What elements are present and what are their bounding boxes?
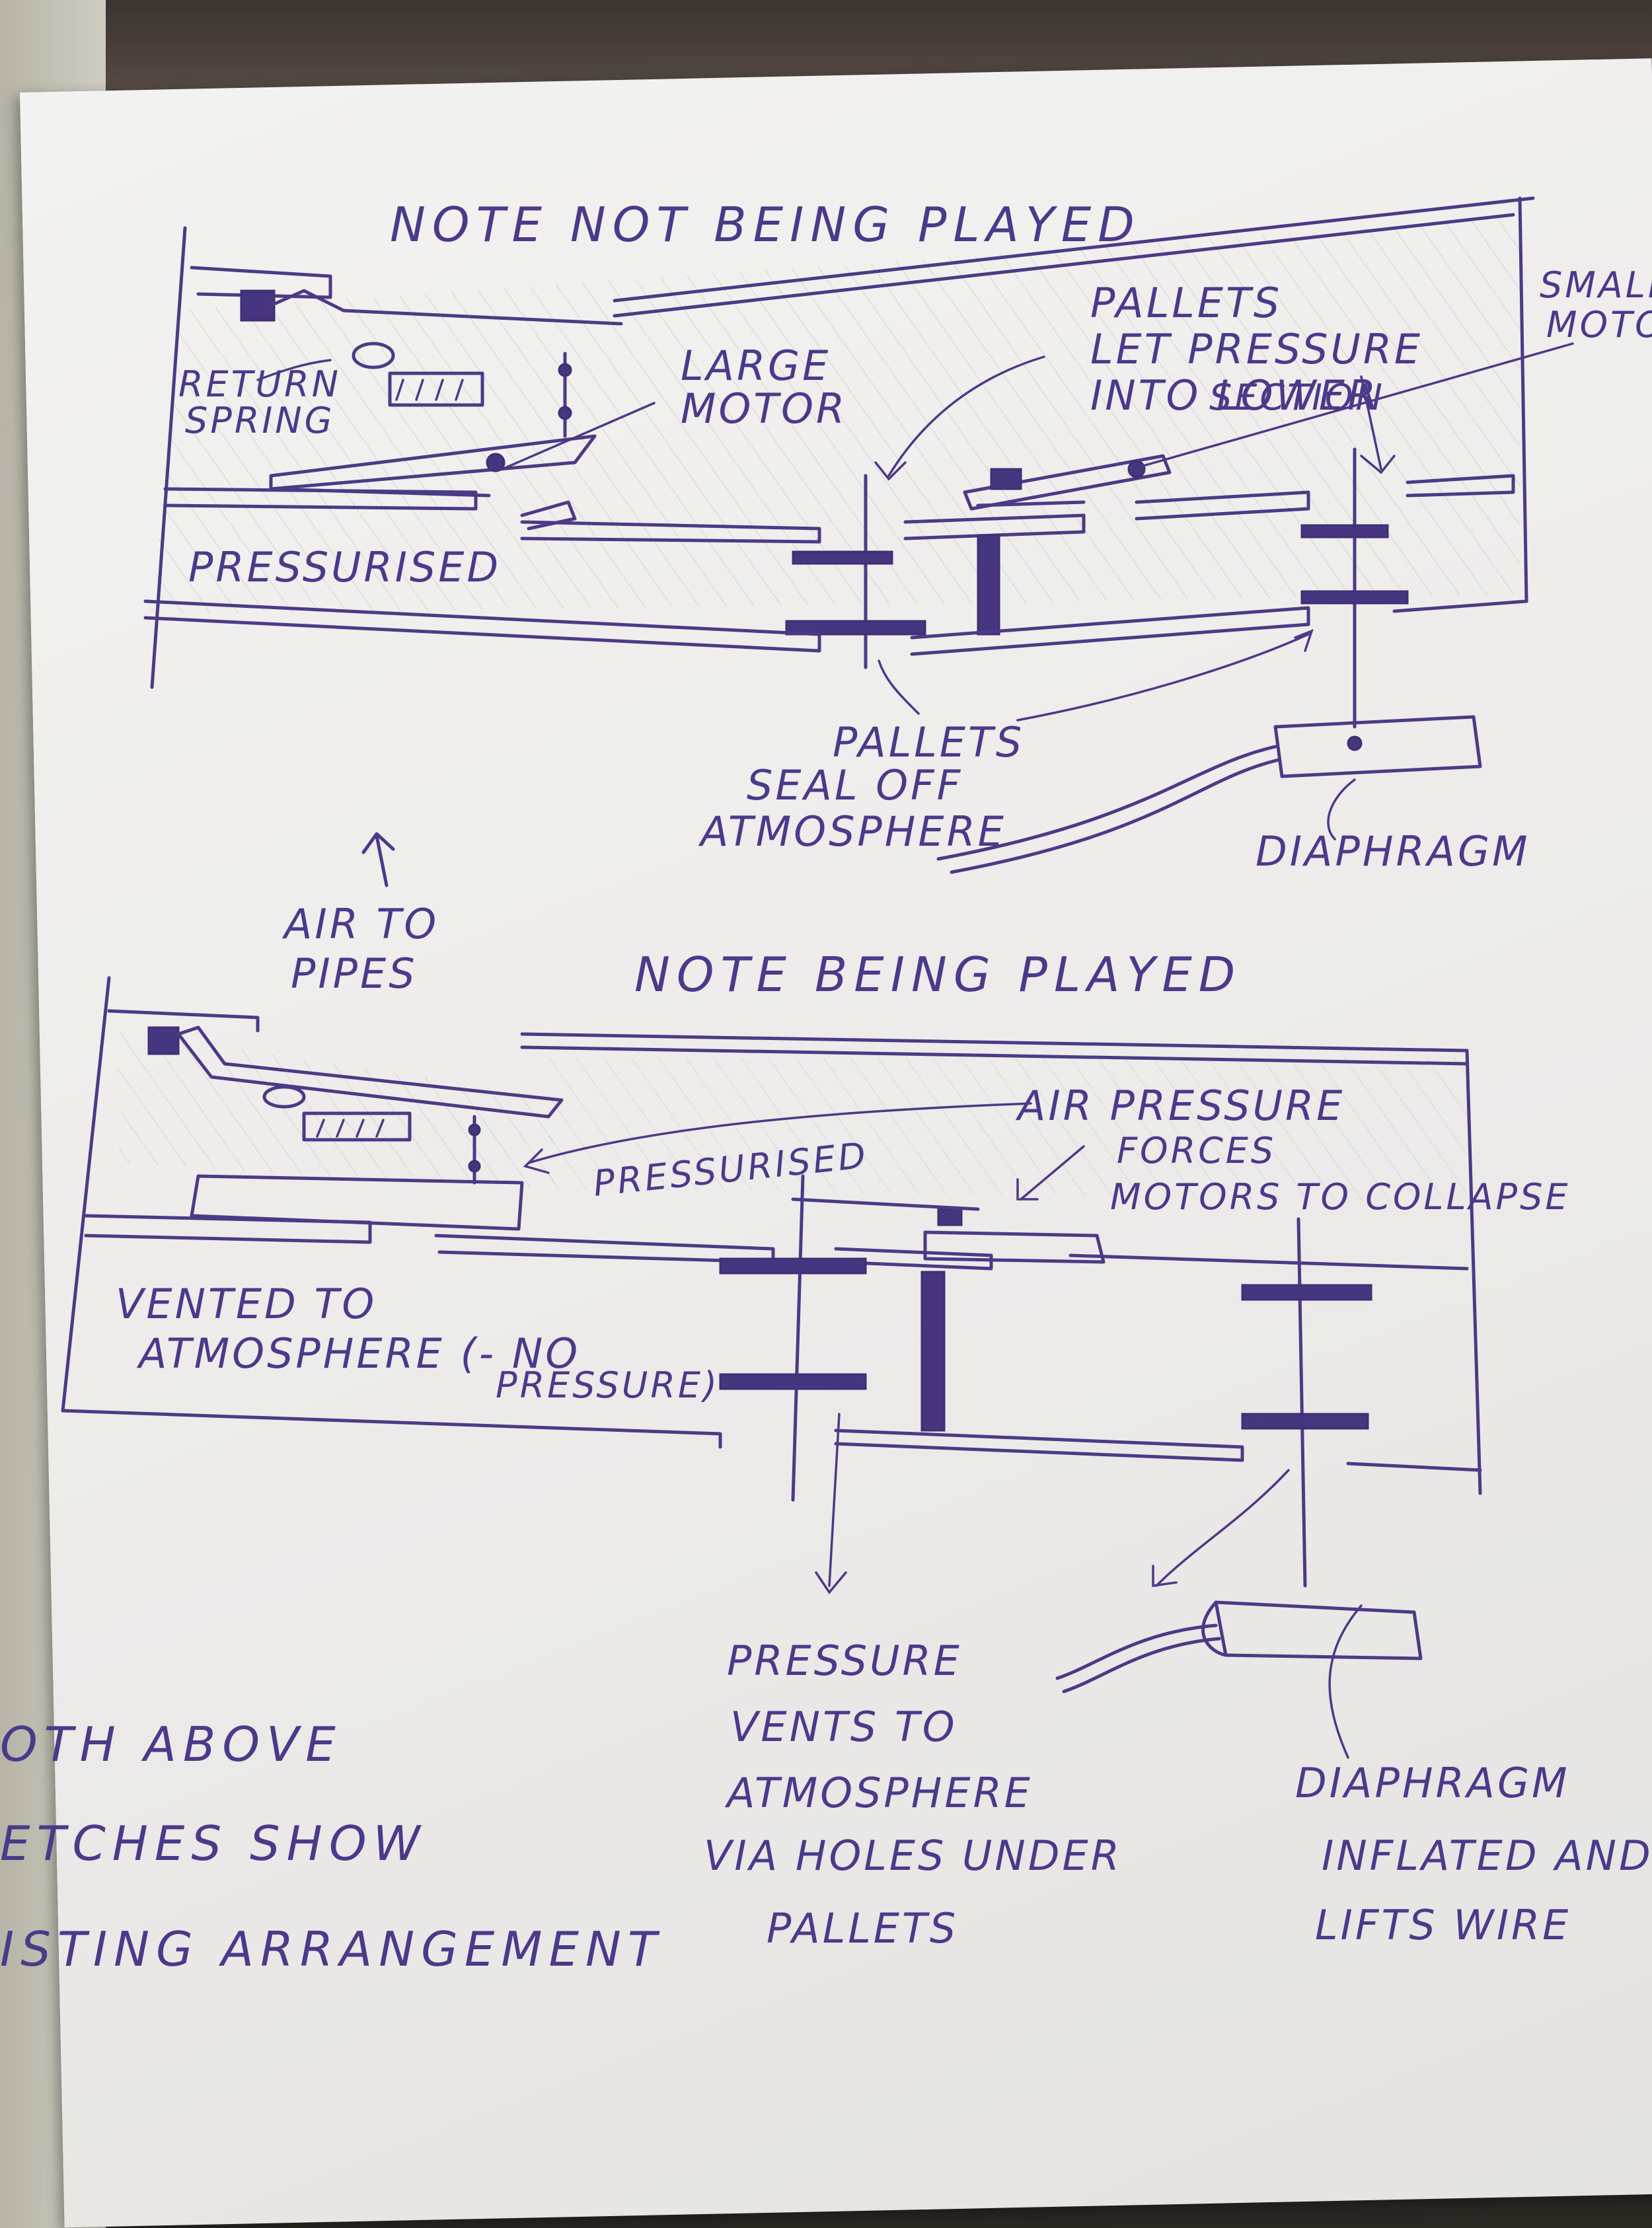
bottom-lower-floor-mid — [836, 1430, 1242, 1460]
vents-label-3: ATMOSPHERE — [724, 1769, 1033, 1817]
bottom-right-wall — [1467, 1051, 1480, 1493]
small-motor-pivot — [1129, 461, 1145, 477]
pallets-let-label-4: SECTION — [1209, 377, 1385, 418]
bottom-pallet-2-lower — [1242, 1414, 1368, 1429]
inflated-label-1: DIAPHRAGM — [1295, 1759, 1569, 1807]
wire-bead-1 — [559, 364, 571, 376]
bottom-spring-block — [149, 1027, 178, 1054]
bottom-spindle-2 — [1298, 1219, 1305, 1586]
vented-label-1: VENTED TO — [116, 1280, 377, 1328]
bottom-pallet-1-upper — [720, 1259, 866, 1273]
lower-floor-right — [1394, 601, 1526, 611]
bottom-small-motor-block — [938, 1209, 961, 1225]
top-pressurised-label: PRESSURISED — [188, 543, 501, 591]
air-to-pipes-label-2: PIPES — [291, 949, 418, 998]
bottom-floor-right — [1070, 1255, 1467, 1269]
wire-bead-2 — [559, 407, 571, 419]
seal-off-label-3: ATMOSPHERE — [698, 807, 1006, 856]
pallet-2-upper — [1302, 525, 1388, 537]
bottom-left-lid — [109, 1011, 258, 1031]
small-motor-label-2: MOTOR — [1546, 304, 1652, 346]
top-title: NOTE NOT BEING PLAYED — [390, 197, 1141, 252]
arrow-seal-off — [879, 661, 919, 714]
air-to-pipes-label-1: AIR TO — [282, 900, 439, 948]
bottom-pallet-2-upper — [1242, 1285, 1371, 1300]
pallets-let-label-2: LET PRESSURE — [1090, 325, 1423, 373]
return-spring-block — [241, 291, 274, 320]
bottom-wire-bead-2 — [469, 1161, 480, 1171]
vents-label-4: VIA HOLES UNDER — [704, 1832, 1122, 1880]
arrow-vents-2 — [1156, 1470, 1289, 1586]
diaphragm-dot — [1348, 737, 1361, 750]
vented-label-3: PRESSURE) — [496, 1364, 720, 1406]
bottom-small-motor-top — [793, 1199, 978, 1209]
arrow-inflated — [1330, 1606, 1361, 1758]
pallet-2-lower — [1302, 591, 1408, 603]
large-motor-label-2: MOTOR — [681, 385, 847, 433]
bottom-lower-floor-right — [1348, 1464, 1480, 1470]
bottom-left-wall — [63, 978, 109, 1411]
air-pressure-label-1: AIR PRESSURE — [1015, 1082, 1345, 1130]
bottom-center-post — [922, 1272, 944, 1430]
footer-note-line-2: ETCHES SHOW — [0, 1816, 427, 1871]
arrow-seal-off-2 — [1018, 634, 1308, 720]
inflated-label-2: INFLATED AND — [1322, 1832, 1652, 1880]
diaphragm-label-top: DIAPHRAGM — [1256, 827, 1530, 875]
lower-floor-mid — [912, 608, 1308, 654]
bottom-diaphragm-tube-1 — [1057, 1625, 1216, 1678]
bottom-pallet-1-lower — [720, 1374, 866, 1389]
small-motor-block — [991, 469, 1021, 489]
bottom-diaphragm-box — [1216, 1602, 1421, 1658]
footer-note-line-1: OTH ABOVE — [0, 1717, 342, 1772]
air-pressure-label-3: MOTORS TO COLLAPSE — [1110, 1176, 1570, 1218]
top-right-wall — [1520, 198, 1526, 601]
diaphragm-box — [1275, 717, 1480, 776]
seal-off-label-2: SEAL OFF — [747, 761, 963, 809]
vents-label-1: PRESSURE — [727, 1637, 962, 1685]
bottom-spindle-1 — [793, 1176, 803, 1500]
bottom-diagram: AIR TO PIPES NOTE BEING PLAYED AIR PRESS… — [63, 834, 1652, 1952]
small-motor-label-1: SMALL — [1540, 264, 1652, 306]
footer-note-line-3: ISTING ARRANGEMENT — [0, 1921, 663, 1977]
bottom-lower-floor-left — [63, 1411, 720, 1447]
bottom-title: NOTE BEING PLAYED — [634, 947, 1242, 1002]
arrow-vents — [829, 1414, 839, 1586]
seal-off-label-1: PALLETS — [833, 718, 1024, 766]
center-post — [978, 535, 999, 634]
bottom-floor-left — [86, 1216, 370, 1242]
return-spring-label-2: SPRING — [185, 400, 335, 441]
inflated-label-3: LIFTS WIRE — [1315, 1901, 1571, 1949]
bottom-small-motor — [925, 1232, 1104, 1262]
pallets-let-label-1: PALLETS — [1090, 279, 1282, 327]
pallet-1-upper — [793, 552, 892, 564]
vents-label-2: VENTS TO — [730, 1703, 957, 1751]
return-spring-label-1: RETURN — [178, 363, 341, 405]
top-diagram: NOTE NOT BEING PLAYED RETURN SPRING LARG… — [145, 197, 1652, 875]
footer-note: OTH ABOVE ETCHES SHOW ISTING ARRANGEMENT — [0, 1717, 663, 1977]
air-pressure-label-2: FORCES — [1117, 1130, 1276, 1171]
bottom-wire-bead-1 — [469, 1125, 480, 1135]
large-motor-label-1: LARGE — [681, 342, 831, 390]
vents-label-5: PALLETS — [767, 1904, 958, 1952]
